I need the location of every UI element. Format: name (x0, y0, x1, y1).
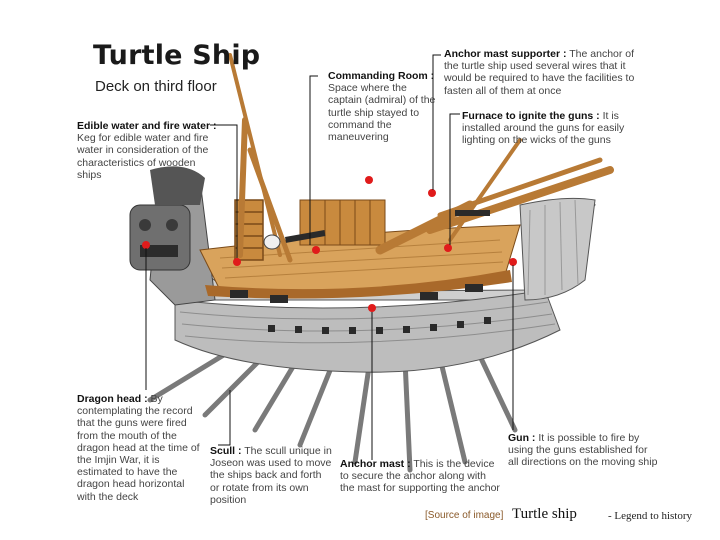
page-subtitle: Deck on third floor (95, 78, 217, 95)
callout-dragon-head: Dragon head : By contemplating the recor… (77, 393, 201, 503)
callout-head: Dragon head : (77, 393, 148, 405)
callout-furnace: Furnace to ignite the guns : It is insta… (462, 110, 658, 147)
callout-scull: Scull : The scull unique in Joseon was u… (210, 445, 332, 506)
callout-head: Gun : (508, 432, 535, 444)
callout-head: Anchor mast supporter : (444, 48, 567, 60)
page-title: Turtle Ship (93, 40, 260, 71)
callout-commanding-room: Commanding Room : Space where the captai… (328, 70, 436, 143)
callout-head: Scull : (210, 445, 242, 457)
callout-head: Commanding Room : (328, 70, 434, 82)
source-book-subtitle: - Legend to history (608, 510, 692, 522)
callout-body: By contemplating the record that the gun… (77, 393, 200, 503)
callout-head: Edible water and fire water : (77, 120, 216, 132)
source-book-title: Turtle ship (512, 506, 577, 523)
callout-anchor-mast: Anchor mast : This is the device to secu… (340, 458, 502, 495)
stern-wall (520, 198, 595, 300)
commanding-room-structure (300, 200, 385, 245)
water-keg (264, 235, 280, 249)
callout-body: Space where the captain (admiral) of the… (328, 82, 435, 143)
callout-gun: Gun : It is possible to fire by using th… (508, 432, 660, 469)
callout-head: Anchor mast : (340, 458, 411, 470)
callout-body: Keg for edible water and fire water in c… (77, 132, 208, 181)
callout-edible-water: Edible water and fire water : Keg for ed… (77, 120, 217, 181)
callout-anchor-mast-supporter: Anchor mast supporter : The anchor of th… (444, 48, 644, 97)
source-label: [Source of image] (425, 510, 503, 521)
callout-head: Furnace to ignite the guns : (462, 110, 600, 122)
